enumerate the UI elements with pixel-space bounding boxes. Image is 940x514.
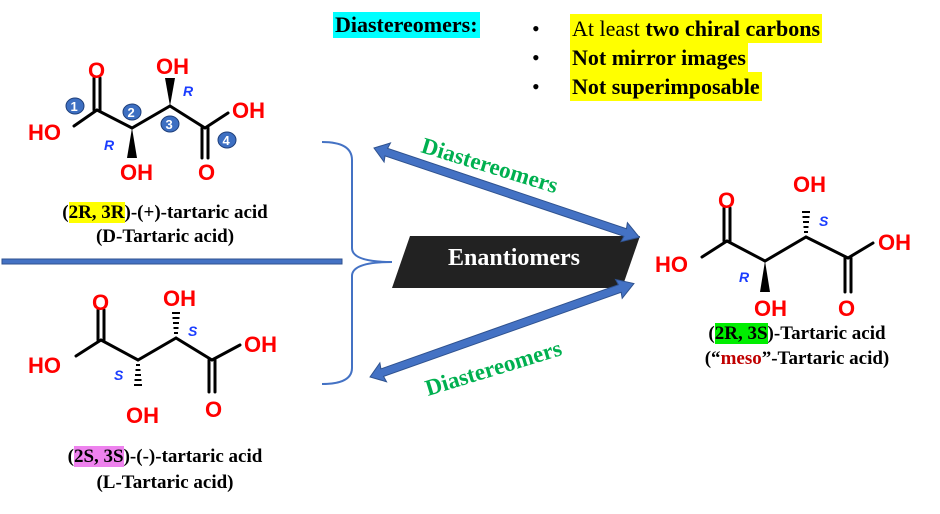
config-highlight: 2R, 3R — [68, 202, 125, 223]
atom-o: O — [198, 160, 215, 185]
hashed-wedge — [802, 211, 810, 233]
name-rest: )-(+)-tartaric acid — [124, 202, 268, 223]
hashed-wedge — [172, 312, 180, 334]
atom-oh: OH — [244, 332, 277, 357]
meso-word: meso — [720, 348, 762, 369]
l-tartaric-common-name: (L-Tartaric acid) — [96, 472, 234, 493]
atom-oh: OH — [232, 98, 265, 123]
criteria-bold-text: two chiral carbons — [645, 16, 821, 41]
bullet-icon: • — [532, 16, 540, 41]
hashed-wedge — [134, 364, 142, 386]
diastereomers-label-bottom: Diastereomers — [422, 336, 565, 401]
config-label: R — [104, 137, 115, 153]
atom-oh: OH — [163, 286, 196, 311]
config-label: S — [188, 323, 198, 339]
atom-o: O — [838, 296, 855, 321]
atom-oh: OH — [156, 54, 189, 79]
carbon-number: 3 — [166, 117, 173, 132]
l-tartaric-name: (2S, 3S)-(-)-tartaric acid — [30, 446, 300, 468]
paren: ( — [708, 323, 715, 344]
config-label: S — [819, 213, 829, 229]
carbon-number-badge: 1 — [65, 97, 85, 115]
atom-o: O — [92, 290, 109, 315]
diastereomers-arrow-bottom — [369, 278, 635, 383]
grouping-brace — [321, 141, 393, 385]
name-rest: )-(-)-tartaric acid — [123, 446, 263, 467]
paren: ( — [67, 446, 74, 467]
config-label: R — [183, 83, 194, 99]
d-tartaric-acid-structure: O OH HO OH OH O R R 1 2 3 4 — [28, 54, 265, 185]
quote-close: ”-Tartaric acid) — [761, 348, 890, 369]
carbon-number: 2 — [128, 105, 135, 120]
atom-ho: HO — [655, 252, 688, 277]
config-label: S — [114, 367, 124, 383]
atom-ho: HO — [28, 120, 61, 145]
atom-oh: OH — [754, 296, 787, 321]
criteria-normal-text: At least — [572, 16, 646, 41]
config-highlight: 2S, 3S — [73, 446, 124, 467]
atom-oh: OH — [793, 172, 826, 197]
diastereomers-title: Diastereomers: — [333, 12, 480, 38]
d-tartaric-common-name: (D-Tartaric acid) — [95, 226, 235, 247]
enantiomers-label: Enantiomers — [448, 245, 580, 271]
meso-tartaric-name: (2R, 3S)-Tartaric acid — [666, 323, 928, 345]
d-tartaric-name: (2R, 3R)-(+)-tartaric acid — [30, 202, 300, 224]
carbon-number: 4 — [223, 133, 231, 148]
bullet-icon: • — [532, 45, 540, 70]
config-highlight: 2R, 3S — [714, 323, 768, 344]
diastereomers-arrow-top — [373, 142, 641, 243]
carbon-number: 1 — [71, 99, 78, 114]
carbon-number-badge: 2 — [122, 103, 142, 121]
meso-tartaric-common-name: (“meso”-Tartaric acid) — [666, 348, 928, 370]
atom-ho: HO — [28, 353, 61, 378]
criteria-text: Not superimposable — [570, 72, 762, 101]
atom-oh: OH — [126, 403, 159, 428]
atom-o: O — [205, 397, 222, 422]
atom-o: O — [718, 188, 735, 213]
atom-oh: OH — [120, 160, 153, 185]
carbon-number-badge: 4 — [217, 131, 237, 149]
paren: ( — [62, 202, 69, 223]
atom-o: O — [88, 58, 105, 83]
bullet-icon: • — [532, 74, 540, 99]
name-rest: )-Tartaric acid — [767, 323, 886, 344]
atom-oh: OH — [878, 230, 911, 255]
quote-open: (“ — [704, 348, 721, 369]
config-label: R — [739, 269, 750, 285]
criteria-text: At least two chiral carbons — [570, 14, 823, 43]
divider-line — [1, 258, 343, 265]
meso-tartaric-acid-structure: O OH HO OH OH O R S — [655, 172, 911, 321]
l-tartaric-acid-structure: O OH HO OH OH O S S — [28, 286, 277, 428]
criteria-text: Not mirror images — [570, 43, 748, 72]
carbon-number-badge: 3 — [160, 115, 180, 133]
enantiomers-box — [392, 236, 640, 288]
